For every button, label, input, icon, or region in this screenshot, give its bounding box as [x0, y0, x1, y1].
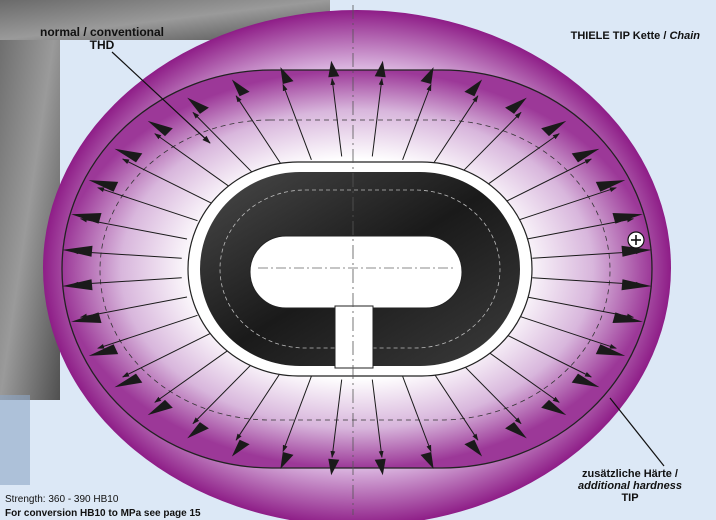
label-chain-text: Chain [669, 30, 700, 42]
weld-notch [335, 306, 373, 368]
label-thiele-text: THIELE TIP Kette / [571, 30, 670, 42]
label-thd-text: THD [90, 38, 115, 52]
label-additional-hardness: zusätzliche Härte / additional hardness … [560, 468, 700, 504]
label-tip-text: TIP [621, 492, 638, 504]
tip-leader-line [610, 398, 664, 466]
label-additional-en: additional hardness [578, 480, 682, 492]
label-normal-conventional: normal / conventional THD [14, 26, 190, 52]
strength-note: Strength: 360 - 390 HB10 [5, 494, 118, 506]
conversion-note: For conversion HB10 to MPa see page 15 [5, 508, 201, 520]
center-hole [250, 236, 462, 308]
label-normal-text: normal / conventional [40, 25, 164, 39]
plus-symbol [628, 232, 644, 248]
label-thiele-tip: THIELE TIP Kette / Chain [571, 30, 700, 42]
label-additional-de: zusätzliche Härte / [582, 468, 678, 480]
